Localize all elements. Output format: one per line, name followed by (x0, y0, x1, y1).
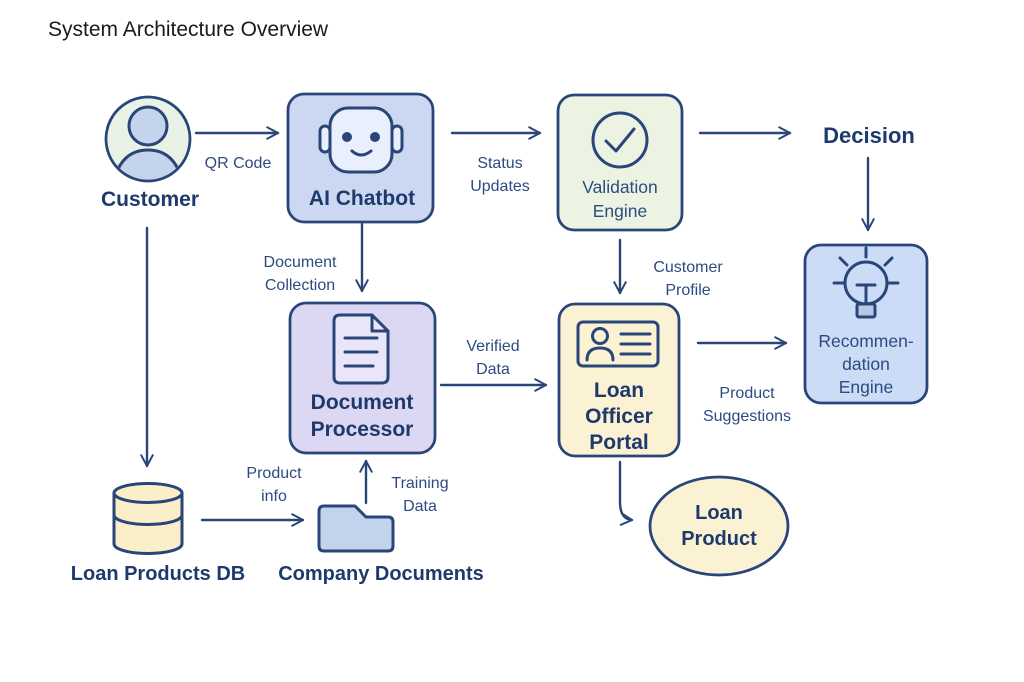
edge-label-status-line2: Updates (470, 178, 530, 195)
loan-officer-portal-label-line1: Loan (594, 379, 644, 402)
id-card-person-head (591, 327, 609, 345)
document-processor-label-line1: Document (311, 391, 414, 414)
id-card-outline (576, 320, 660, 368)
edge-label-verified-data-line2: Data (476, 361, 510, 378)
loan-products-db-label: Loan Products DB (71, 563, 245, 585)
edge-label-customer-profile-line1: Customer (653, 259, 723, 276)
company-documents-label: Company Documents (278, 563, 484, 585)
bulb-base (855, 302, 877, 319)
document-processor-label-line2: Processor (311, 418, 414, 441)
folder-icon (317, 504, 395, 553)
check-circle-outline (591, 111, 649, 169)
document-page (332, 313, 390, 385)
edge-label-product-suggestions-line1: Product (719, 385, 775, 402)
recommendation-engine-label-line1: Recommen- (818, 331, 913, 351)
edge-label-product-suggestions-line2: Suggestions (703, 408, 791, 425)
validation-engine-box (556, 93, 684, 232)
edge-label-document-collection-line1: Document (264, 254, 337, 271)
document-icon (332, 313, 390, 385)
database-separator (112, 513, 184, 526)
node-loan-officer-portal: Loan Officer Portal (557, 302, 681, 458)
database-icon (112, 482, 184, 555)
page-title: System Architecture Overview (48, 18, 329, 41)
loan-officer-portal-box (557, 302, 681, 458)
decision-label: Decision (823, 123, 915, 148)
robot-icon (318, 106, 404, 174)
node-document-processor: Document Processor (288, 301, 437, 455)
loan-product-label-line2: Product (681, 528, 757, 550)
validation-engine-label-line2: Engine (593, 201, 648, 221)
person-head-shape (127, 105, 169, 147)
edge-label-qr-code: QR Code (205, 155, 272, 172)
edge-label-customer-profile-line2: Profile (665, 282, 710, 299)
node-recommendation-engine: Recommen- dation Engine (803, 243, 929, 405)
lightbulb-icon (832, 246, 900, 319)
recommendation-engine-label-line3: Engine (839, 377, 894, 397)
node-validation-engine: Validation Engine (556, 93, 684, 232)
id-card-person-shoulders (585, 346, 615, 362)
node-company-documents: Company Documents (278, 504, 484, 585)
edge-label-status-line1: Status (477, 155, 522, 172)
document-fold (370, 313, 390, 333)
check-mark (604, 127, 636, 153)
edge-label-product-info-line2: info (261, 488, 287, 505)
bulb-filament (855, 283, 877, 307)
edges: QR Code Status Updates Document Collecti… (140, 126, 875, 527)
robot-head (328, 106, 394, 174)
edge-portal-to-loan-product (618, 460, 634, 526)
node-customer: Customer (101, 95, 199, 211)
check-circle-icon (591, 111, 649, 169)
loan-officer-portal-label-line3: Portal (589, 431, 649, 454)
edge-label-training-data-line2: Data (403, 498, 437, 515)
node-loan-products-db: Loan Products DB (71, 482, 245, 585)
loan-product-ellipse (648, 475, 790, 577)
id-card-icon (576, 320, 660, 368)
ai-chatbot-label: AI Chatbot (309, 187, 415, 210)
edge-label-product-info-line1: Product (246, 465, 302, 482)
person-avatar-icon (110, 105, 186, 180)
robot-smile (350, 149, 373, 157)
edge-label-document-collection-line2: Collection (265, 277, 335, 294)
robot-right-eye (370, 132, 380, 142)
customer-label: Customer (101, 188, 199, 211)
loan-officer-portal-label-line2: Officer (585, 405, 653, 428)
node-ai-chatbot: AI Chatbot (286, 92, 435, 224)
bulb-ray-upper-left (838, 256, 849, 267)
bulb-ray-upper-right (883, 256, 894, 267)
robot-left-eye (342, 132, 352, 142)
loan-product-label-line1: Loan (695, 502, 743, 524)
validation-engine-label-line1: Validation (582, 177, 658, 197)
recommendation-engine-label-line2: dation (842, 354, 890, 374)
edge-label-verified-data-line1: Verified (466, 338, 519, 355)
node-loan-product: Loan Product (648, 475, 790, 577)
edge-label-training-data-line1: Training (391, 475, 448, 492)
database-top (112, 482, 184, 504)
